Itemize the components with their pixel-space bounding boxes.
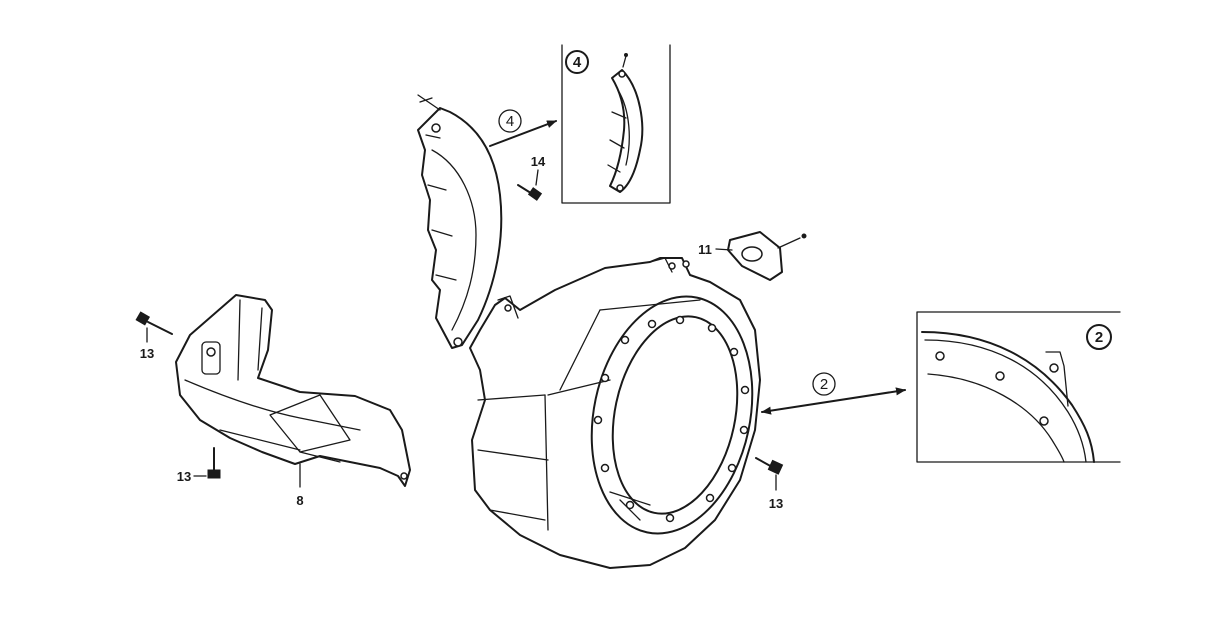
screw-13-top-left: 13	[135, 311, 173, 361]
callout-4-label: 4	[506, 113, 514, 130]
lower-shield-8: 8	[175, 294, 411, 508]
screw-13-bottom-left: 13	[177, 447, 221, 484]
callout-13-top-left-label: 13	[140, 346, 154, 361]
shroud-cover	[417, 94, 503, 349]
detail-view-4: 4	[561, 44, 671, 204]
callout-14-label: 14	[531, 154, 546, 169]
detail-view-2: 2	[916, 311, 1121, 463]
screw-14: 14	[517, 154, 546, 201]
callout-13-bottom-left-label: 13	[177, 469, 191, 484]
screw-13-right: 13	[755, 457, 783, 511]
sensor-part-11: 11	[698, 231, 807, 281]
callout-2-arrow: 2	[761, 372, 906, 415]
detail-2-label: 2	[1095, 329, 1103, 346]
detail-4-label: 4	[573, 54, 582, 71]
detail-4-shroud-part	[607, 53, 644, 193]
callout-2-label: 2	[820, 376, 828, 393]
callout-4-arrow: 4	[489, 109, 557, 147]
fan-housing	[469, 257, 761, 569]
callout-11-label: 11	[698, 242, 712, 257]
callout-8-label: 8	[296, 493, 303, 508]
callout-13-right-label: 13	[769, 496, 783, 511]
